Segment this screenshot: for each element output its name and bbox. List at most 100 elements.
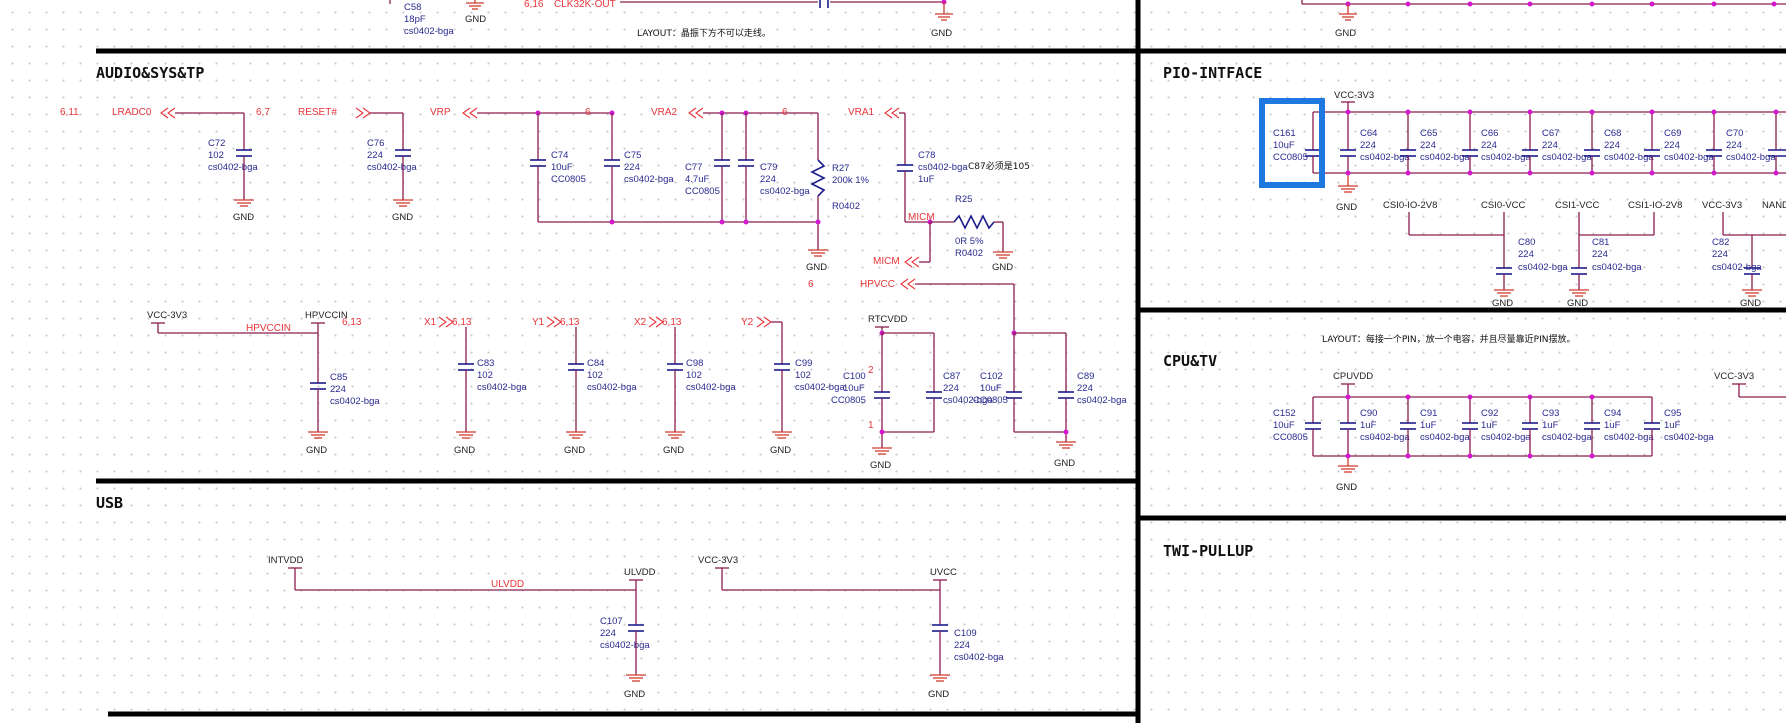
cap-value: 10uF [980, 383, 1002, 394]
cap-value: 1uF [1481, 420, 1498, 431]
r27-package: R0402 [832, 201, 860, 212]
ground-symbol [466, 0, 484, 10]
gnd-label: GND [806, 262, 827, 273]
hpvccin-power: HPVCCIN [305, 310, 348, 321]
gnd-label: GND [1740, 298, 1761, 309]
cap-value: 224 [1420, 140, 1436, 151]
gnd-label: GND [465, 14, 486, 25]
cap-value: 1uF [1664, 420, 1681, 431]
cap-package: CC0805 [551, 174, 586, 185]
gnd-label: GND [870, 460, 891, 471]
cap-ref: C83 [477, 358, 494, 369]
hpvcc-pin: 6 [808, 279, 814, 290]
cap-package: cs0402-bga [1360, 432, 1410, 443]
cap-package: cs0402-bga [1420, 432, 1470, 443]
ground-symbol [993, 251, 1013, 259]
y1-pins: 6,13 [560, 317, 580, 328]
cap-ref: C91 [1420, 408, 1437, 419]
cap-value: 102 [587, 370, 603, 381]
cap-ref: C76 [367, 138, 384, 149]
cap-package: cs0402-bga [1712, 262, 1762, 273]
csi1-vcc-label: CSI1-VCC [1555, 200, 1599, 211]
rtcvdd-label: RTCVDD [868, 314, 908, 325]
port-arrow [648, 316, 664, 328]
layout-note-cpu: LAYOUT：每接一个PIN，放一个电容，并且尽量靠近PIN摆放。 [1322, 333, 1575, 345]
ground-symbol [772, 431, 792, 439]
pin-2: 2 [868, 365, 874, 376]
r27-ref: R27 [832, 163, 849, 174]
vcc-3v3-label: VCC-3V3 [147, 310, 187, 321]
csi0-io-2v8-label: CSI0-IO-2V8 [1383, 200, 1437, 211]
port-arrow [462, 107, 478, 119]
cap-ref: C87 [943, 371, 960, 382]
vrp-pin: 6 [585, 107, 591, 118]
x1-pins: 6,13 [452, 317, 472, 328]
gnd-label: GND [770, 445, 791, 456]
c58-ref: C58 [404, 2, 421, 13]
cap-ref: C75 [624, 150, 641, 161]
c161-ref: C161 [1273, 128, 1296, 139]
intvdd-label: INTVDD [268, 555, 304, 566]
cap-value: 224 [943, 383, 959, 394]
cap-ref: C67 [1542, 128, 1559, 139]
nand-label: NAND [1762, 200, 1786, 211]
cap-package: cs0402-bga [954, 652, 1004, 663]
cap-value: 102 [208, 150, 224, 161]
cap-value: 1uF [918, 174, 935, 185]
gnd-label: GND [306, 445, 327, 456]
ground-symbol [308, 431, 328, 439]
port-arrow [160, 107, 176, 119]
hpvccin-pins: 6,13 [342, 317, 362, 328]
gnd-label: GND [1336, 482, 1357, 493]
r25-resistor [953, 214, 995, 230]
cap-ref: C85 [330, 372, 347, 383]
ground-symbol [872, 447, 892, 455]
cpuvdd-label: CPUVDD [1333, 371, 1373, 382]
gnd-label: GND [454, 445, 475, 456]
gnd-label: GND [663, 445, 684, 456]
vcc-3v3-label: VCC-3V3 [1714, 371, 1754, 382]
cap-package: cs0402-bga [760, 186, 810, 197]
cap-ref: C78 [918, 150, 935, 161]
cap-package: cs0402-bga [1420, 152, 1470, 163]
r27-value: 200k 1% [832, 175, 870, 186]
gnd-label: GND [1054, 458, 1075, 469]
cap-package: cs0402-bga [600, 640, 650, 651]
pio-section: VCC-3V3 C161 10uF CC0805 GND C64224cs040… [1259, 90, 1786, 309]
audio-section: 6,11 LRADC0 GND C72 102 cs0402-bga 6,7 R… [60, 107, 1127, 471]
cap-ref: C102 [980, 371, 1003, 382]
ground-symbol [808, 249, 828, 257]
vra2-pin: 6 [782, 107, 788, 118]
section-borders [96, 0, 1786, 723]
x1-net: X1 [424, 317, 437, 328]
gnd-label: GND [1336, 202, 1357, 213]
cap-ref: C82 [1712, 237, 1729, 248]
port-arrow [546, 316, 562, 328]
port-arrow [688, 107, 704, 119]
c58-value: 18pF [404, 14, 426, 25]
cap-value: 224 [330, 384, 346, 395]
cap-ref: C93 [1542, 408, 1559, 419]
section-title-pio: PIO-INTFACE [1163, 64, 1262, 82]
layout-note-crystal: LAYOUT：晶振下方不可以走线。 [637, 27, 771, 39]
c58-package: cs0402-bga [404, 26, 454, 37]
section-title-twi: TWI-PULLUP [1163, 542, 1253, 560]
ground-symbol [1494, 289, 1514, 297]
gnd-label: GND [1567, 298, 1588, 309]
gnd-label: GND [564, 445, 585, 456]
csi0-vcc-label: CSI0-VCC [1481, 200, 1525, 211]
cap-ref: C70 [1726, 128, 1743, 139]
cap-package: CC0805 [973, 395, 1008, 406]
cap-value: 224 [1592, 249, 1608, 260]
cap-ref: C92 [1481, 408, 1498, 419]
cap-package: cs0402-bga [1481, 152, 1531, 163]
cap-value: 102 [477, 370, 493, 381]
cap-ref: C107 [600, 616, 623, 627]
ground-symbol [626, 674, 646, 682]
cap-ref: C65 [1420, 128, 1437, 139]
port-arrow [884, 107, 900, 119]
port-arrow [900, 278, 916, 290]
